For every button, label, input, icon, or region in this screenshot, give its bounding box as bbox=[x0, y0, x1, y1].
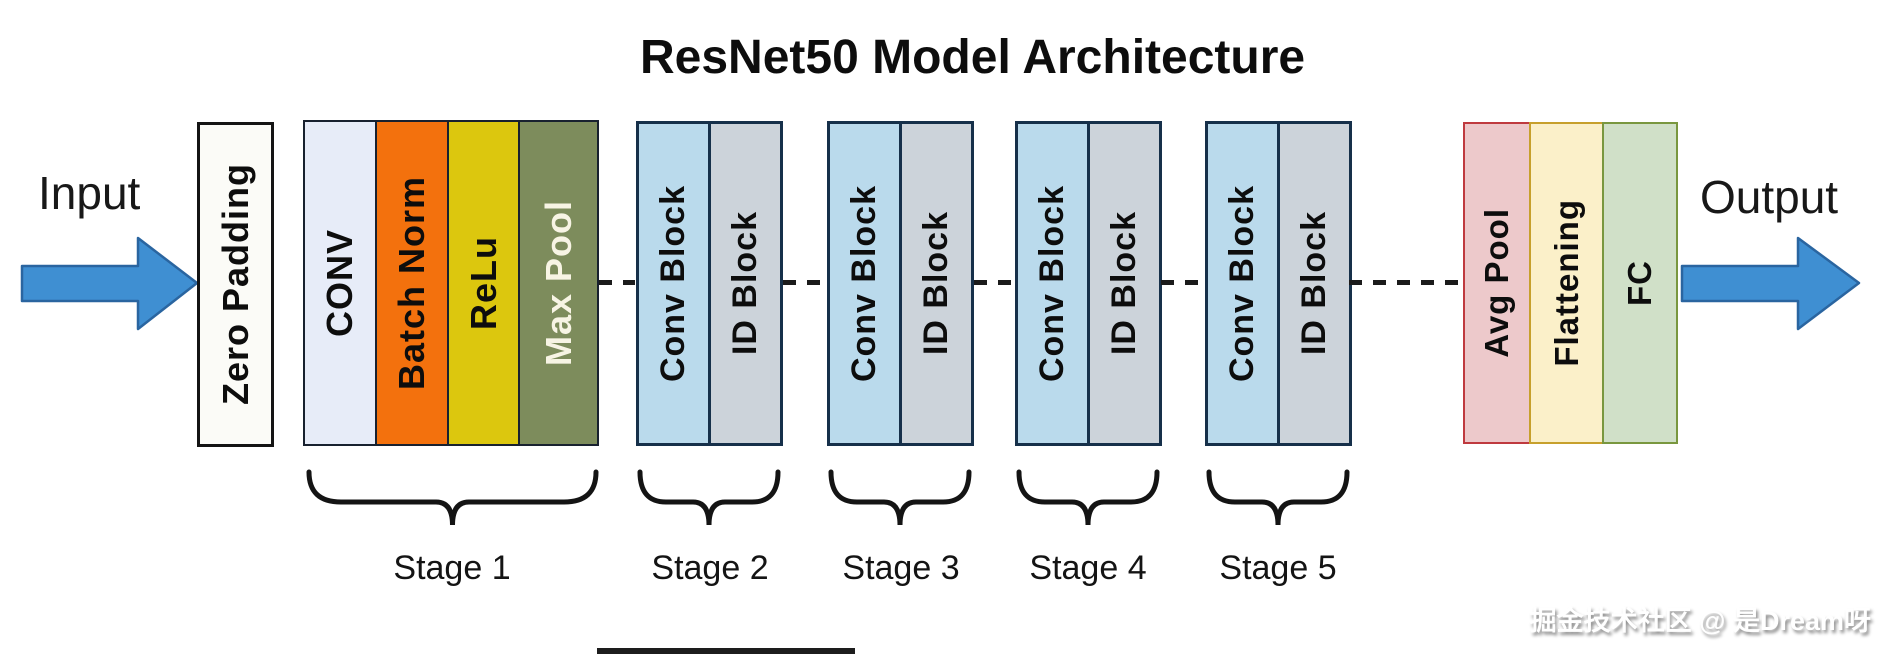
dashed-connector bbox=[599, 280, 635, 285]
input-arrow-icon bbox=[20, 236, 199, 331]
stage2-brace bbox=[637, 469, 781, 526]
conv-block-label: Conv Block bbox=[1223, 184, 1261, 383]
stage4-block-group: Conv Block ID Block bbox=[1015, 121, 1162, 446]
zero-padding-block: Zero Padding bbox=[197, 122, 274, 447]
max-pool-label: Max Pool bbox=[537, 199, 579, 367]
conv-block: Conv Block bbox=[639, 124, 708, 443]
zero-padding-label: Zero Padding bbox=[214, 163, 256, 406]
dashed-connector bbox=[974, 280, 1014, 285]
stage4-caption: Stage 4 bbox=[1029, 549, 1147, 587]
conv-label: CONV bbox=[319, 228, 360, 337]
conv-block: Conv Block bbox=[1208, 124, 1277, 443]
id-block: ID Block bbox=[708, 124, 780, 443]
id-block: ID Block bbox=[1087, 124, 1159, 443]
input-label: Input bbox=[38, 167, 141, 219]
dashed-connector bbox=[1349, 280, 1461, 285]
avg-pool-label: Avg Pool bbox=[1478, 208, 1515, 358]
stage1-brace bbox=[306, 469, 599, 526]
flattening-block: Flattening bbox=[1529, 122, 1604, 444]
stage4-brace bbox=[1016, 469, 1160, 526]
batch-norm-block: Batch Norm bbox=[375, 122, 447, 444]
conv-block: Conv Block bbox=[830, 124, 899, 443]
diagram-title: ResNet50 Model Architecture bbox=[640, 31, 1306, 84]
stage5-brace bbox=[1206, 469, 1350, 526]
conv-block-label: Conv Block bbox=[845, 184, 883, 383]
stage1-caption: Stage 1 bbox=[393, 549, 511, 587]
conv-block: CONV bbox=[305, 122, 375, 444]
id-block-label: ID Block bbox=[917, 211, 955, 356]
conv-block-label: Conv Block bbox=[654, 184, 692, 383]
stage5-caption: Stage 5 bbox=[1219, 549, 1337, 587]
id-block: ID Block bbox=[1277, 124, 1349, 443]
stage2-caption: Stage 2 bbox=[651, 549, 769, 587]
id-block-label: ID Block bbox=[1105, 211, 1143, 356]
relu-label: ReLu bbox=[462, 236, 504, 330]
cropped-dashed-line bbox=[597, 648, 855, 654]
conv-block: Conv Block bbox=[1018, 124, 1087, 443]
fc-block: FC bbox=[1602, 122, 1678, 444]
output-label: Output bbox=[1700, 171, 1839, 223]
flattening-label: Flattening bbox=[1547, 199, 1585, 367]
fc-label: FC bbox=[1621, 260, 1658, 306]
stage3-caption: Stage 3 bbox=[842, 549, 960, 587]
conv-block-label: Conv Block bbox=[1033, 184, 1071, 383]
max-pool-block: Max Pool bbox=[518, 122, 597, 444]
stage3-block-group: Conv Block ID Block bbox=[827, 121, 974, 446]
dashed-connector bbox=[1161, 280, 1204, 285]
relu-block: ReLu bbox=[447, 122, 518, 444]
avg-pool-block: Avg Pool bbox=[1463, 122, 1531, 444]
id-block: ID Block bbox=[899, 124, 971, 443]
dashed-connector bbox=[783, 280, 826, 285]
batch-norm-label: Batch Norm bbox=[391, 175, 432, 391]
output-head-group: Avg Pool Flattening FC bbox=[1463, 122, 1678, 444]
id-block-label: ID Block bbox=[726, 211, 764, 356]
stage5-block-group: Conv Block ID Block bbox=[1205, 121, 1352, 446]
watermark: 掘金技术社区 @ 是Dream呀 bbox=[1529, 606, 1871, 636]
output-arrow-icon bbox=[1680, 236, 1861, 331]
stage1-block-group: CONV Batch Norm ReLu Max Pool bbox=[303, 120, 599, 446]
stage2-block-group: Conv Block ID Block bbox=[636, 121, 783, 446]
id-block-label: ID Block bbox=[1295, 211, 1333, 356]
stage3-brace bbox=[828, 469, 972, 526]
